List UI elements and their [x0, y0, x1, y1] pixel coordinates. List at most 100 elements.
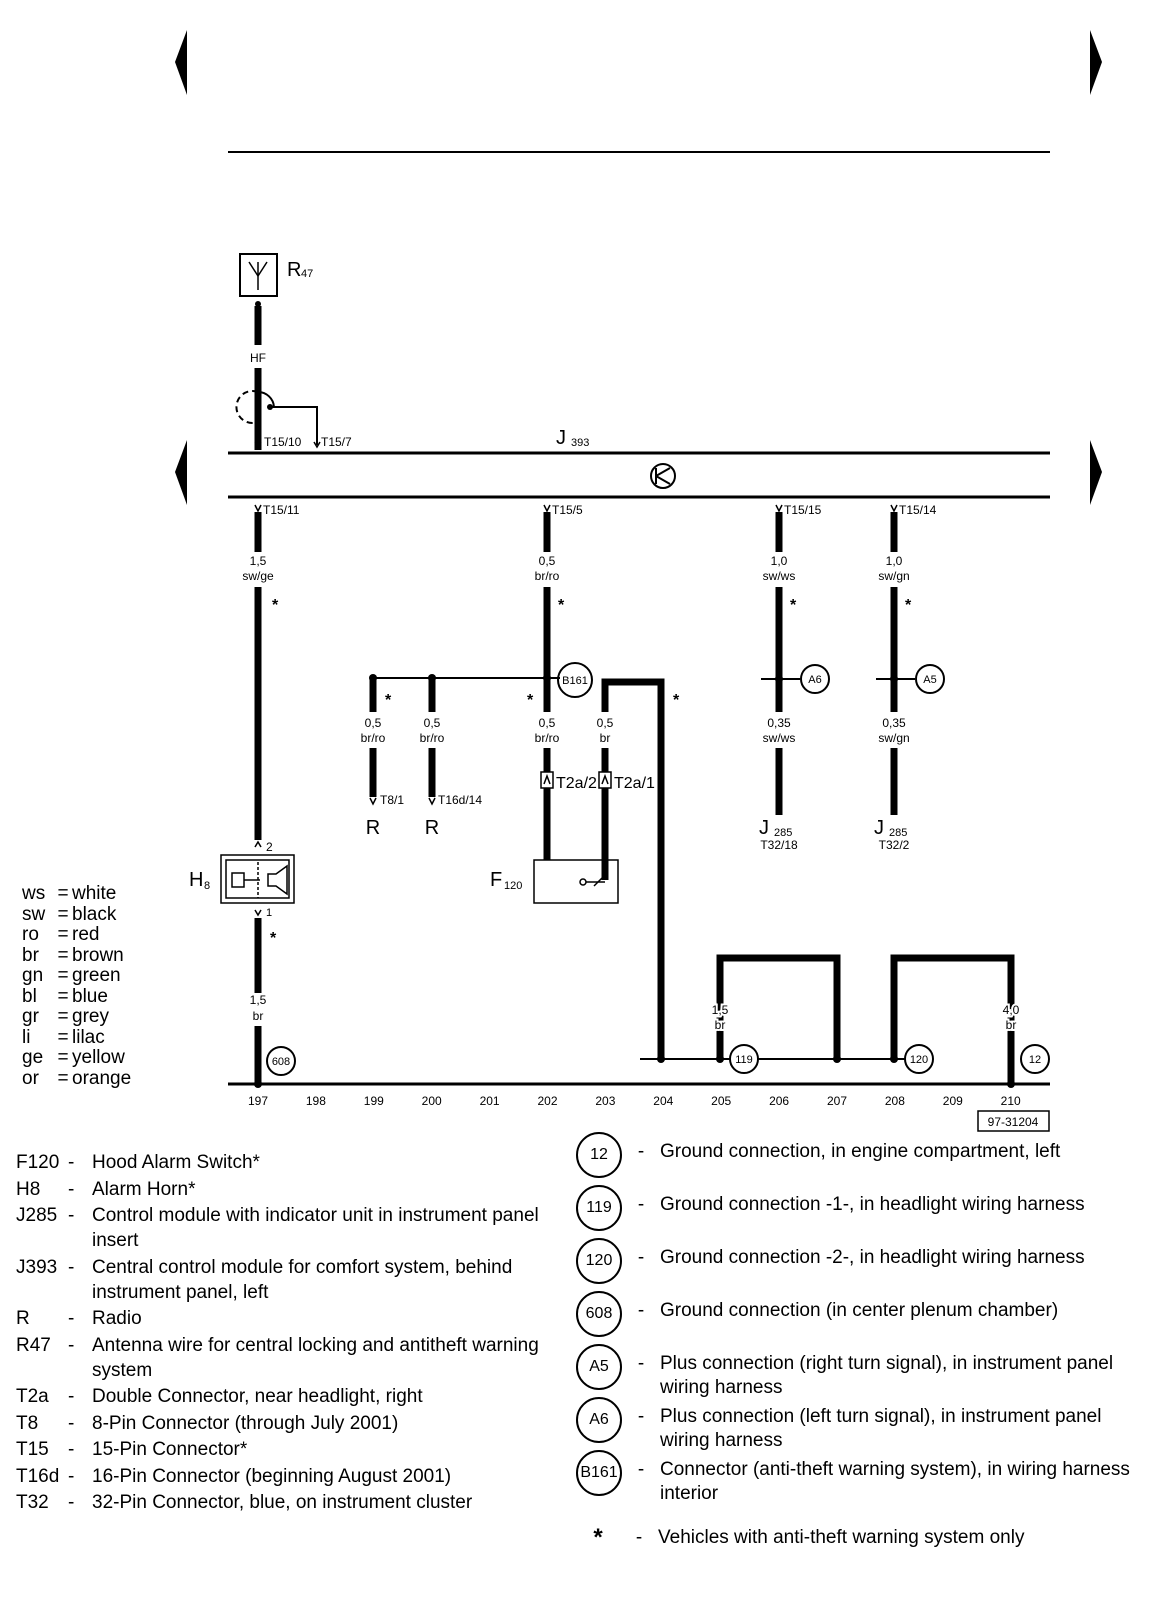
- svg-text:0,35: 0,35: [882, 716, 906, 730]
- svg-text:1,5: 1,5: [250, 554, 267, 568]
- module-j393: J 393: [228, 427, 1050, 499]
- svg-text:B161: B161: [562, 675, 588, 687]
- svg-text:br/ro: br/ro: [420, 731, 445, 745]
- track-number: 197: [248, 1094, 268, 1108]
- prev-page-icon[interactable]: [175, 30, 187, 95]
- pin-t15-11: T15/11: [263, 503, 300, 517]
- svg-text:A6: A6: [808, 674, 821, 686]
- ground-key: 12-Ground connection, in engine compartm…: [576, 1132, 1136, 1579]
- key-row: T2a-Double Connector, near headlight, ri…: [16, 1386, 423, 1407]
- ground-circle: B161: [576, 1450, 622, 1496]
- module-sub: 393: [571, 437, 589, 449]
- connector-a5: A5: [915, 664, 945, 694]
- wire-199: * 0,5 br/ro T8/1 R: [361, 678, 404, 839]
- svg-text:sw/ws: sw/ws: [763, 731, 796, 745]
- pin-t15-5: T15/5: [552, 503, 583, 517]
- svg-text:285: 285: [774, 827, 792, 839]
- svg-text:T32/18: T32/18: [760, 838, 798, 852]
- svg-text:sw/ws: sw/ws: [763, 569, 796, 583]
- svg-text:br/ro: br/ro: [535, 569, 560, 583]
- ground-circle: 12: [576, 1132, 622, 1178]
- pin-t15-7: T15/7: [321, 435, 352, 449]
- svg-text:120: 120: [910, 1054, 928, 1066]
- track-number: 210: [1001, 1094, 1021, 1108]
- svg-text:br/ro: br/ro: [535, 731, 560, 745]
- hf-wire-label: HF: [250, 351, 266, 365]
- svg-text:1,5: 1,5: [712, 1003, 729, 1017]
- track-number: 199: [364, 1094, 384, 1108]
- svg-text:T16d/14: T16d/14: [438, 793, 482, 807]
- svg-text:608: 608: [272, 1056, 290, 1068]
- svg-text:285: 285: [889, 827, 907, 839]
- radio-label-1: R: [366, 817, 380, 839]
- svg-text:0,5: 0,5: [365, 716, 382, 730]
- svg-text:0,5: 0,5: [597, 716, 614, 730]
- svg-text:br: br: [715, 1018, 726, 1032]
- transistor-icon: [650, 463, 676, 489]
- hood-alarm-switch-f120: F 120: [490, 859, 619, 904]
- doc-number: 97-31204: [988, 1115, 1039, 1129]
- key-row: H8-Alarm Horn*: [16, 1178, 196, 1200]
- wire-208: 1,0 sw/gn * 0,35 sw/gn J 285 T32/2: [874, 512, 915, 852]
- key-row: R47-Antenna wire for central locking and…: [16, 1334, 539, 1381]
- key-row: T8-8-Pin Connector (through July 2001): [16, 1412, 399, 1434]
- svg-text:0,35: 0,35: [767, 716, 791, 730]
- ground-key-row: 119-Ground connection -1-, in headlight …: [576, 1185, 1136, 1241]
- svg-text:*: *: [905, 597, 912, 614]
- svg-text:4,0: 4,0: [1003, 1003, 1020, 1017]
- next-page-icon[interactable]: [1090, 30, 1102, 95]
- track-number: 206: [769, 1094, 789, 1108]
- pin-t15-14: T15/14: [899, 503, 937, 517]
- svg-text:T32/2: T32/2: [879, 838, 910, 852]
- svg-text:J: J: [759, 817, 769, 839]
- svg-text:1,5: 1,5: [250, 993, 267, 1007]
- key-row: T15-15-Pin Connector*: [16, 1439, 248, 1460]
- svg-text:br: br: [600, 731, 611, 745]
- svg-text:*: *: [558, 597, 565, 614]
- track-number: 200: [422, 1094, 442, 1108]
- ground-key-row: A6-Plus connection (left turn signal), i…: [576, 1397, 1136, 1453]
- key-row: T16d-16-Pin Connector (beginning August …: [16, 1465, 452, 1487]
- svg-text:*: *: [527, 692, 534, 709]
- coax-shield: [235, 390, 259, 424]
- antenna-label: R: [287, 259, 301, 281]
- svg-text:A5: A5: [923, 674, 936, 686]
- pin-t15-10: T15/10: [264, 435, 302, 449]
- horn-label: H: [189, 869, 203, 891]
- key-row: T32-32-Pin Connector, blue, on instrumen…: [16, 1492, 473, 1513]
- antenna-r47: R 47: [239, 253, 313, 307]
- prev-section-icon[interactable]: [175, 440, 187, 505]
- top-pins: T15/10 T15/7: [254, 435, 352, 449]
- alarm-horn-h8: H 8: [189, 854, 295, 904]
- svg-text:*: *: [385, 692, 392, 709]
- ground-key-row: 120-Ground connection -2-, in headlight …: [576, 1238, 1136, 1294]
- svg-text:0,5: 0,5: [424, 716, 441, 730]
- ground-key-row: 12-Ground connection, in engine compartm…: [576, 1132, 1136, 1188]
- ground-key-row: B161-Connector (anti-theft warning syste…: [576, 1450, 1136, 1506]
- svg-text:sw/gn: sw/gn: [878, 569, 909, 583]
- ground-circle: 120: [576, 1238, 622, 1284]
- wire-203: * 0,5 br T2a/1: [597, 678, 680, 1058]
- track-number: 208: [885, 1094, 905, 1108]
- next-section-icon[interactable]: [1090, 440, 1102, 505]
- track-number: 204: [653, 1094, 673, 1108]
- connector-a6: A6: [800, 664, 830, 694]
- track-number: 201: [480, 1094, 500, 1108]
- svg-text:*: *: [270, 930, 277, 947]
- horn-sub: 8: [204, 880, 210, 892]
- key-row: J285-Control module with indicator unit …: [16, 1205, 539, 1251]
- track-number: 198: [306, 1094, 326, 1108]
- ground-circle: 608: [576, 1291, 622, 1337]
- track-number: 203: [595, 1094, 615, 1108]
- svg-text:T2a/2: T2a/2: [556, 775, 597, 792]
- svg-text:br: br: [1006, 1018, 1017, 1032]
- module-label: J: [556, 427, 566, 449]
- bottom-pins: T15/11 T15/5 T15/15 T15/14: [254, 503, 937, 517]
- svg-text:1: 1: [266, 907, 272, 919]
- svg-text:br/ro: br/ro: [361, 731, 386, 745]
- svg-text:0,5: 0,5: [539, 716, 556, 730]
- svg-text:sw/gn: sw/gn: [878, 731, 909, 745]
- wire-206: 1,0 sw/ws * 0,35 sw/ws J 285 T32/18: [759, 512, 800, 852]
- ground-circle: A6: [576, 1397, 622, 1443]
